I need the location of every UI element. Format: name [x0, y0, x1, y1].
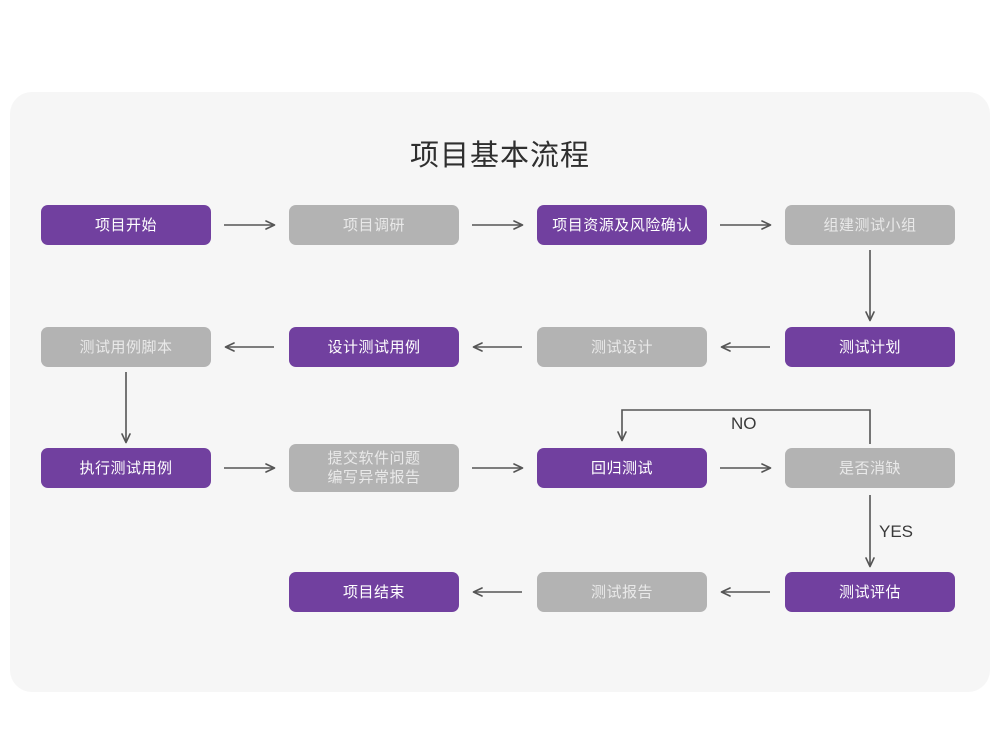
node-test-case-script[interactable]: 测试用例脚本	[41, 327, 211, 367]
node-form-test-team[interactable]: 组建测试小组	[785, 205, 955, 245]
node-test-report[interactable]: 测试报告	[537, 572, 707, 612]
node-execute-test-cases[interactable]: 执行测试用例	[41, 448, 211, 488]
node-project-research[interactable]: 项目调研	[289, 205, 459, 245]
node-submit-issue-report-line2: 编写异常报告	[327, 468, 421, 486]
node-test-evaluation[interactable]: 测试评估	[785, 572, 955, 612]
node-regression-test[interactable]: 回归测试	[537, 448, 707, 488]
node-submit-issue-report[interactable]: 提交软件问题 编写异常报告	[289, 444, 459, 492]
node-design-test-cases[interactable]: 设计测试用例	[289, 327, 459, 367]
node-submit-issue-report-line1: 提交软件问题	[327, 449, 421, 467]
edge-label-no: NO	[731, 414, 757, 433]
page-title: 项目基本流程	[409, 138, 590, 172]
node-defect-resolved[interactable]: 是否消缺	[785, 448, 955, 488]
edge-label-yes: YES	[879, 522, 914, 541]
node-project-end[interactable]: 项目结束	[289, 572, 459, 612]
node-test-plan[interactable]: 测试计划	[785, 327, 955, 367]
node-project-start[interactable]: 项目开始	[41, 205, 211, 245]
node-test-design[interactable]: 测试设计	[537, 327, 707, 367]
node-resource-risk-confirm[interactable]: 项目资源及风险确认	[537, 205, 707, 245]
